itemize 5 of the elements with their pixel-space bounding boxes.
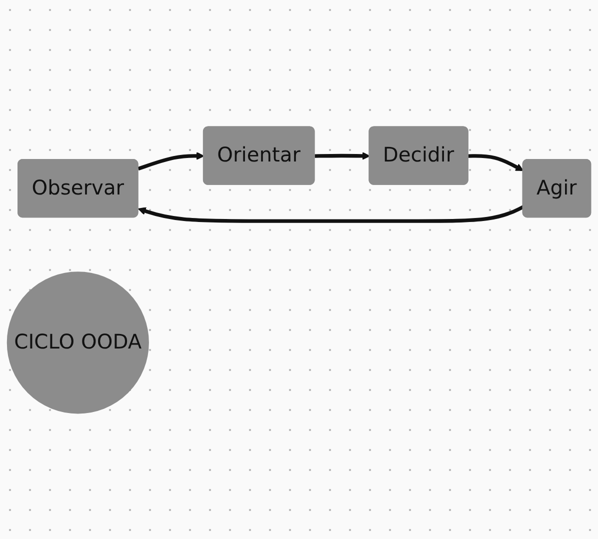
node-circle: CICLO OODA <box>6 271 149 414</box>
arrow <box>138 204 524 222</box>
arrow <box>138 151 204 170</box>
arrow <box>314 151 370 160</box>
arrow <box>468 154 524 171</box>
